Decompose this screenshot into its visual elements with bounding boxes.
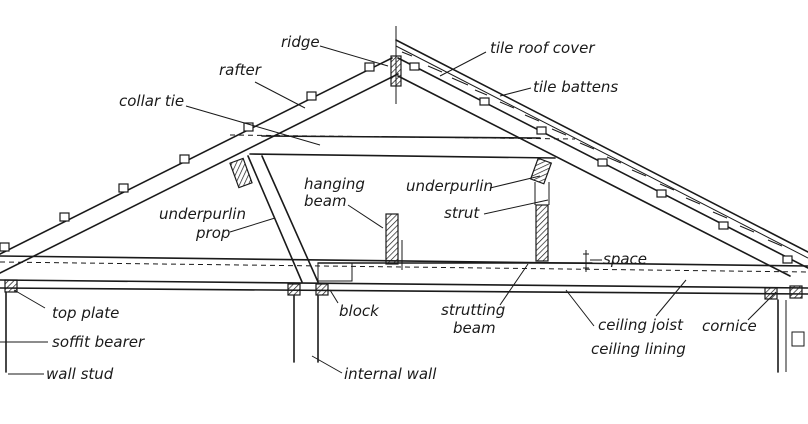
- label-ceiling-joist: ceiling joist: [598, 316, 684, 334]
- walls: [5, 291, 805, 373]
- underpurlin-prop: [229, 155, 319, 283]
- label-cornice: cornice: [702, 317, 757, 335]
- strutting-beam: [317, 262, 593, 282]
- label-strutting: strutting: [441, 301, 505, 319]
- label-underpurlin-right: underpurlin: [406, 177, 493, 195]
- label-top-plate: top plate: [52, 304, 119, 322]
- label-beam-strutting: beam: [453, 319, 496, 337]
- battens-left: [0, 62, 375, 252]
- collar-tie: [229, 134, 576, 159]
- label-underpurlin-prop: underpurlin: [159, 205, 246, 223]
- label-beam-hanging: beam: [304, 192, 347, 210]
- label-prop: prop: [195, 224, 230, 242]
- label-wall-stud: wall stud: [46, 365, 114, 383]
- tile-roof-cover: [395, 39, 808, 259]
- top-plates: [4, 279, 803, 300]
- label-strut: strut: [444, 204, 480, 222]
- label-collar-tie: collar tie: [119, 92, 184, 110]
- ceiling-lining: [0, 287, 808, 295]
- leader-lines: [0, 45, 777, 375]
- label-tile-roof-cover: tile roof cover: [490, 39, 595, 57]
- label-soffit-bearer: soffit bearer: [52, 333, 145, 351]
- label-ridge: ridge: [281, 33, 320, 51]
- label-rafter: rafter: [219, 61, 262, 79]
- label-space: space: [603, 250, 647, 268]
- label-ceiling-lining: ceiling lining: [591, 340, 686, 358]
- label-internal-wall: internal wall: [344, 365, 437, 383]
- label-block: block: [339, 302, 380, 320]
- label-hanging: hanging: [304, 175, 365, 193]
- hanging-beam: [385, 213, 403, 270]
- label-tile-battens: tile battens: [533, 78, 618, 96]
- ridge-board: [390, 26, 402, 104]
- tile-battens: [401, 51, 793, 264]
- ceiling-joist: [0, 255, 808, 289]
- underpurlin-strut: [529, 157, 553, 262]
- space-indicator: [583, 250, 589, 272]
